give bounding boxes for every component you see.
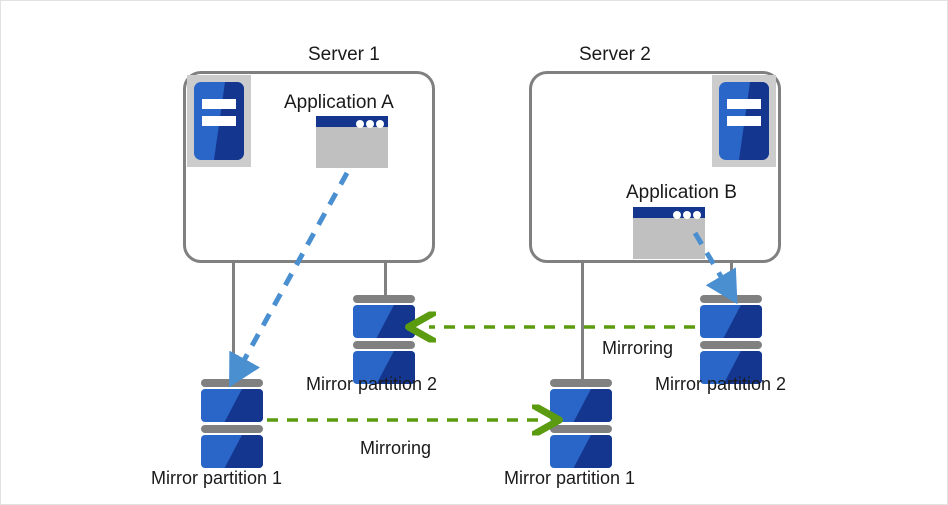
server-2-title: Server 2 (579, 44, 651, 65)
disk-slab (353, 305, 415, 338)
window-title-bar (633, 207, 705, 219)
disk-platter (201, 425, 263, 433)
mirroring-upper-label: Mirroring (602, 338, 674, 358)
disk-platter (700, 341, 762, 349)
window-dot-icon (673, 210, 681, 219)
server-2-connector-left (581, 263, 584, 381)
application-window-icon (633, 207, 705, 259)
disk-platter (353, 341, 415, 349)
server-1-mirror-partition-2-icon (353, 295, 415, 387)
disk-slab (201, 389, 263, 422)
window-dot-icon (356, 119, 364, 128)
window-dot-icon (366, 119, 374, 128)
window-title-bar (316, 116, 388, 128)
disk-platter (700, 295, 762, 303)
server-1-connector-left (232, 263, 235, 381)
mirroring-lower-label: Mirroring (360, 438, 432, 458)
server-2-mirror-partition-1-label: Mirror partition 1 (504, 468, 636, 488)
application-a-label: Application A (284, 92, 394, 113)
disk-slab (700, 351, 762, 384)
server-1-mirror-partition-2-label: Mirror partition 2 (306, 374, 438, 394)
server-2-connector-right (730, 263, 733, 297)
disk-slab (700, 305, 762, 338)
server-2-mirror-partition-1-icon (550, 379, 612, 471)
disk-slab (353, 351, 415, 384)
server-icon-bar (727, 99, 761, 110)
server-2-mirror-partition-2-label: Mirror partition 2 (655, 374, 787, 394)
server-icon-bar (202, 99, 236, 110)
window-dot-icon (683, 210, 691, 219)
server-1-mirror-partition-1-label: Mirror partition 1 (151, 468, 283, 488)
server-icon-body (719, 82, 769, 160)
server-icon-body (194, 82, 244, 160)
window-dot-icon (693, 210, 701, 219)
server-1-title: Server 1 (308, 44, 380, 65)
disk-slab (201, 435, 263, 468)
application-b-label: Application B (626, 182, 737, 203)
disk-slab (550, 435, 612, 468)
disk-slab (550, 389, 612, 422)
server-machine-icon (187, 75, 251, 167)
server-machine-icon (712, 75, 776, 167)
server-icon-bar (202, 116, 236, 127)
server-icon-bar (727, 116, 761, 127)
disk-platter (201, 379, 263, 387)
disk-platter (550, 425, 612, 433)
disk-platter (353, 295, 415, 303)
disk-platter (550, 379, 612, 387)
window-dot-icon (376, 119, 384, 128)
server-1-mirror-partition-1-icon (201, 379, 263, 471)
server-1-connector-right (384, 263, 387, 297)
application-window-icon (316, 116, 388, 168)
